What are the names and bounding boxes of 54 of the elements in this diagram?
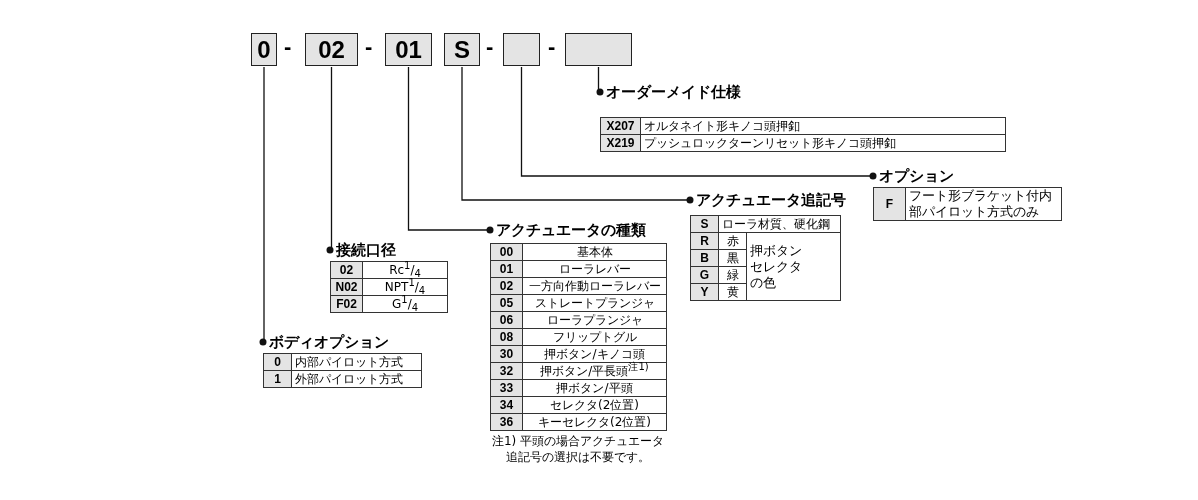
code-segment: 01 [385, 33, 432, 66]
option-description: 内部パイロット方式 [291, 353, 422, 371]
separator-dash: - [284, 34, 292, 60]
option-description: 黒 [718, 249, 747, 267]
option-description: 押ボタンセレクタの色 [746, 232, 841, 301]
option-description: 押ボタン/平長頭$^{注1)}$ [522, 362, 667, 380]
option-code: X207 [600, 117, 641, 135]
option-description: ローラレバー [522, 260, 667, 278]
code-segment: 0 [251, 33, 277, 66]
option-description: NPT$^{1}$/$_{4}$ [362, 278, 448, 296]
option-description: フート形ブラケット付内部パイロット方式のみ [905, 187, 1062, 221]
code-segment [503, 33, 540, 66]
separator-dash: - [365, 34, 373, 60]
option-code: F [873, 187, 906, 221]
option-code: S [690, 215, 719, 233]
option-description: ローラプランジャ [522, 311, 667, 329]
code-segment: 02 [305, 33, 358, 66]
option-description: 基本体 [522, 243, 667, 261]
leader-line [407, 66, 494, 234]
option-description: 押ボタン/キノコ頭 [522, 345, 667, 363]
option-description: 黄 [718, 283, 747, 301]
option-description: オルタネイト形キノコ頭押釦 [640, 117, 1006, 135]
leader-line [326, 66, 334, 254]
separator-dash: - [486, 34, 494, 60]
leader-line [461, 66, 694, 204]
option-description: 外部パイロット方式 [291, 370, 422, 388]
footnote: 注1) 平頭の場合アクチュエータ追記号の選択は不要です。 [490, 433, 666, 465]
section-heading: オーダーメイド仕様 [605, 82, 741, 103]
section-heading: オプション [878, 166, 954, 187]
leader-line [596, 66, 604, 96]
option-description: Rc$^{1}$/$_{4}$ [362, 261, 448, 279]
option-description: 緑 [718, 266, 747, 284]
option-description: ローラ材質、硬化鋼 [718, 215, 841, 233]
code-segment: S [444, 33, 480, 66]
option-description: ストレートプランジャ [522, 294, 667, 312]
section-heading: アクチュエータ追記号 [695, 190, 846, 211]
option-code: 0 [263, 353, 292, 371]
section-heading: ボディオプション [268, 332, 389, 353]
option-description: G$^{1}$/$_{4}$ [362, 295, 448, 313]
option-description: セレクタ(2位置) [522, 396, 667, 414]
separator-dash: - [548, 34, 556, 60]
code-segment [565, 33, 632, 66]
option-description: 押ボタン/平頭 [522, 379, 667, 397]
leader-line [520, 66, 877, 180]
section-heading: 接続口径 [335, 240, 396, 261]
option-code: 00 [490, 243, 523, 261]
option-description: フリップトグル [522, 328, 667, 346]
option-code: 02 [330, 261, 363, 279]
option-description: キーセレクタ(2位置) [522, 413, 667, 431]
option-description: 一方向作動ローラレバー [522, 277, 667, 295]
option-description: プッシュロックターンリセット形キノコ頭押釦 [640, 134, 1006, 152]
section-heading: アクチュエータの種類 [495, 220, 646, 241]
option-description: 赤 [718, 232, 747, 250]
leader-line [259, 66, 267, 346]
